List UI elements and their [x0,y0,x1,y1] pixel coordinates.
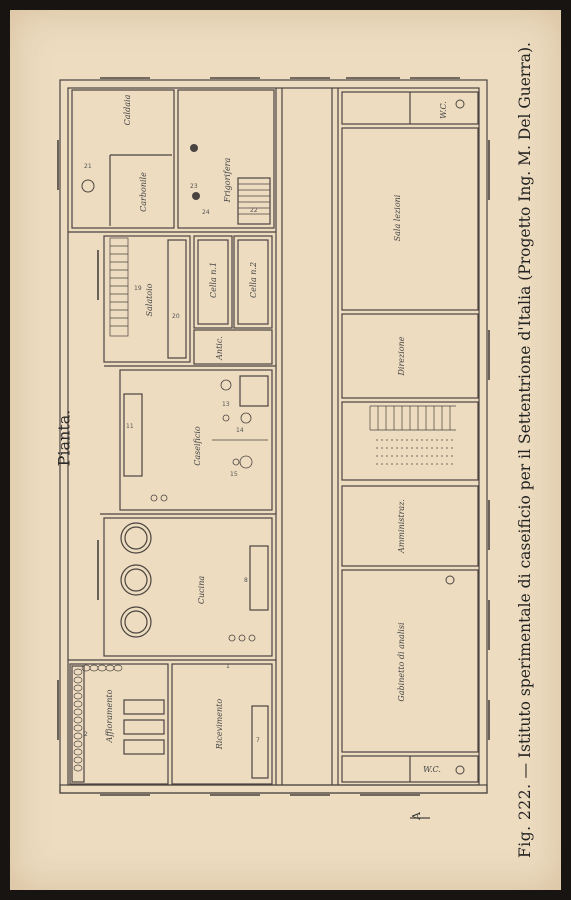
label-sala: Sala lezioni [393,194,402,241]
label-wc-bottom: W.C. [423,765,441,774]
figure-caption: Fig. 222. — Istituto sperimentale di cas… [516,42,534,858]
room-sala-outline [341,127,479,311]
bottom-wing [59,784,488,794]
boiler-3 [120,606,152,638]
num-2: 2 [84,731,88,738]
stairwell [341,401,479,481]
num-21: 21 [84,163,92,170]
label-wc-top: W.C. [439,101,448,119]
label-carbonile: Carbonile [139,172,148,212]
room-caldaia-outline [71,89,175,229]
room-salatoio-outline [103,235,191,363]
label-antic: Antic. [215,336,224,361]
room-caseificio-outline [119,369,273,511]
label-affioramento: Affioramento [105,689,114,743]
num-8: 8 [244,577,248,584]
room-gabinetto-outline [341,569,479,753]
label-salatoio: Salatoio [145,283,154,316]
room-cucina-outline [103,517,273,657]
label-cella2: Cella n.2 [249,262,258,298]
num-1: 1 [226,663,230,670]
boiler-2 [120,564,152,596]
room-frigorifera-outline [177,89,275,229]
room-amministraz-outline [341,485,479,567]
book-page [10,10,561,890]
room-ricevimento-outline [171,663,273,785]
label-ricevimento: Ricevimento [215,699,224,751]
figure-caption-text: — Istituto sperimentale di caseificio pe… [516,42,534,779]
label-gabinetto: Gabinetto di analisi [397,622,406,702]
label-caseificio: Caseificio [193,426,202,466]
plan-label: Pianta. [54,409,74,467]
num-11: 11 [126,423,134,430]
room-cella1-outline [193,235,233,329]
label-caldaia: Caldaia [123,94,132,125]
label-frigorifera: Frigorifera [223,158,232,204]
num-14: 14 [236,427,244,434]
num-7: 7 [256,737,260,744]
label-cucina: Cucina [197,576,206,604]
num-22: 22 [250,207,258,214]
num-24: 24 [202,209,210,216]
figure-number: Fig. 222. [516,783,534,858]
room-direzione-outline [341,313,479,399]
label-direzione: Direzione [397,336,406,376]
num-15: 15 [230,471,238,478]
num-23: 23 [190,183,198,190]
label-cella1: Cella n.1 [209,262,218,298]
room-cella2-outline [233,235,273,329]
num-13: 13 [222,401,230,408]
boiler-1 [120,522,152,554]
section-mark-a: A [410,811,423,821]
room-affioramento-outline [69,663,169,785]
num-20: 20 [172,313,180,320]
num-19: 19 [134,285,142,292]
room-antic-outline [193,329,273,365]
label-amministraz: Amministraz. [397,499,406,554]
